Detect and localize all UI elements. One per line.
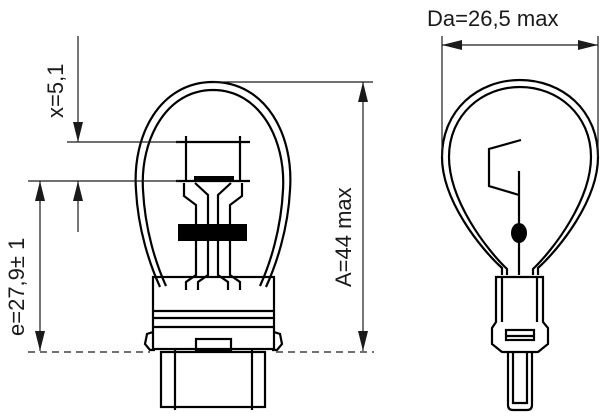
dimension-A-label: A=44 max — [331, 187, 356, 287]
dimension-Da-label: Da=26,5 max — [427, 6, 558, 31]
dimension-x: x=5,1 — [43, 36, 180, 232]
dimension-e-label: e=27,9± 1 — [4, 238, 29, 336]
glass-bead — [178, 224, 247, 241]
lead-wire-inner-left — [194, 182, 210, 290]
front-base — [490, 275, 550, 354]
front-bulb-glass-inner — [447, 85, 593, 275]
base-clip-left — [143, 330, 155, 352]
dimension-A: A=44 max — [213, 81, 374, 353]
side-bulb-glass-inner — [141, 88, 285, 287]
dimension-e: e=27,9± 1 — [4, 180, 180, 353]
wedge-terminal — [159, 350, 267, 409]
lower-filament-coil — [194, 176, 234, 182]
front-filament — [487, 138, 522, 197]
front-glass-bead — [511, 223, 527, 243]
dimension-x-label: x=5,1 — [43, 64, 68, 118]
side-view — [134, 80, 292, 410]
front-wedge-terminal — [506, 352, 534, 412]
front-bulb-glass-outer — [440, 78, 600, 275]
base-clip-right — [272, 330, 284, 352]
side-bulb-glass-outer — [134, 80, 292, 288]
dimension-Da: Da=26,5 max — [427, 6, 599, 157]
base-key — [194, 337, 233, 352]
front-view — [440, 78, 600, 412]
lead-wire-inner-right — [216, 182, 232, 290]
